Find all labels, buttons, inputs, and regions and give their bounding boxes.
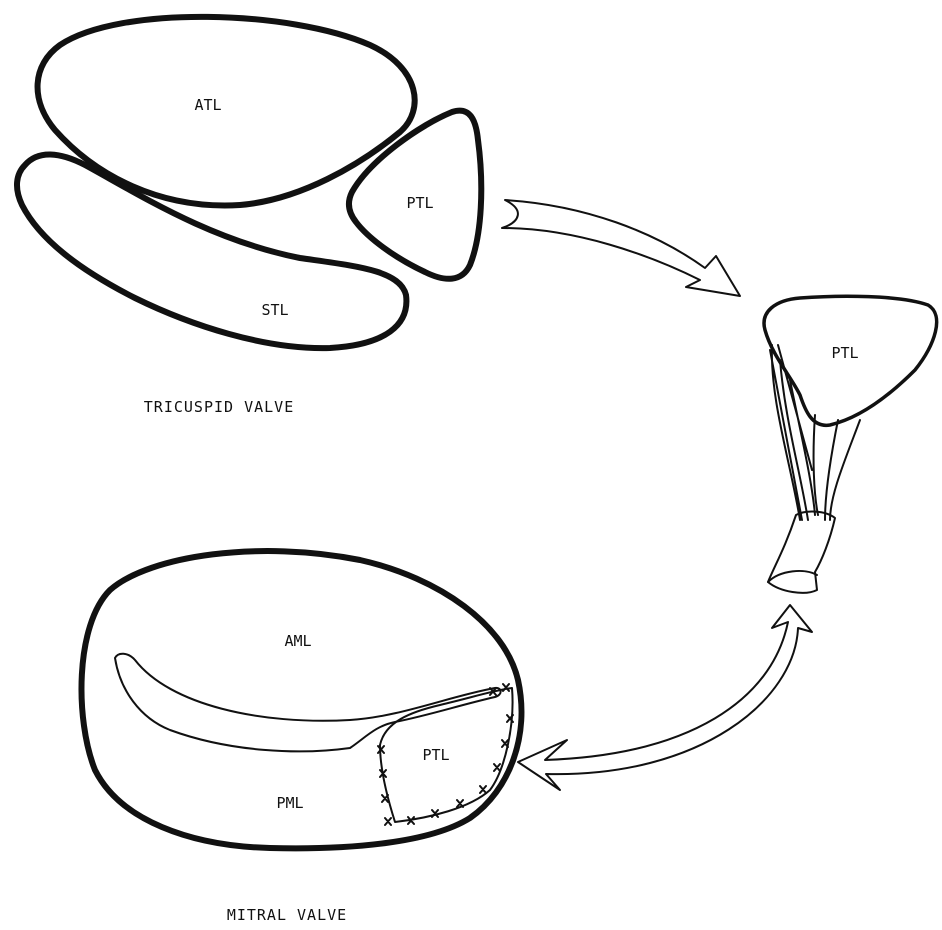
- excised-leaflet-group: PTL: [764, 296, 937, 593]
- mitral-valve-group: AML PTL PML MITRAL VALVE: [81, 551, 521, 924]
- coaptation-line: [115, 654, 501, 752]
- excised-leaflet-label: PTL: [831, 344, 858, 362]
- septal-tricuspid-leaflet-label: STL: [261, 301, 288, 319]
- mitral-valve-caption: MITRAL VALVE: [227, 906, 347, 924]
- anterior-tricuspid-leaflet: [38, 17, 415, 206]
- papillary-muscle: [768, 512, 835, 593]
- tricuspid-valve-caption: TRICUSPID VALVE: [144, 398, 294, 416]
- posterior-mitral-leaflet-label: PML: [276, 794, 303, 812]
- anterior-tricuspid-leaflet-label: ATL: [194, 96, 221, 114]
- transplanted-leaflet-label: PTL: [422, 746, 449, 764]
- papillary-muscle-base: [768, 571, 817, 582]
- anterior-mitral-leaflet-label: AML: [284, 632, 311, 650]
- septal-tricuspid-leaflet: [17, 154, 406, 348]
- excision-arrow: [502, 200, 740, 296]
- posterior-tricuspid-leaflet-label: PTL: [406, 194, 433, 212]
- chordae-tendineae: [770, 345, 860, 520]
- transplant-arrow: [518, 605, 812, 790]
- tricuspid-valve-group: ATL PTL STL TRICUSPID VALVE: [17, 17, 481, 416]
